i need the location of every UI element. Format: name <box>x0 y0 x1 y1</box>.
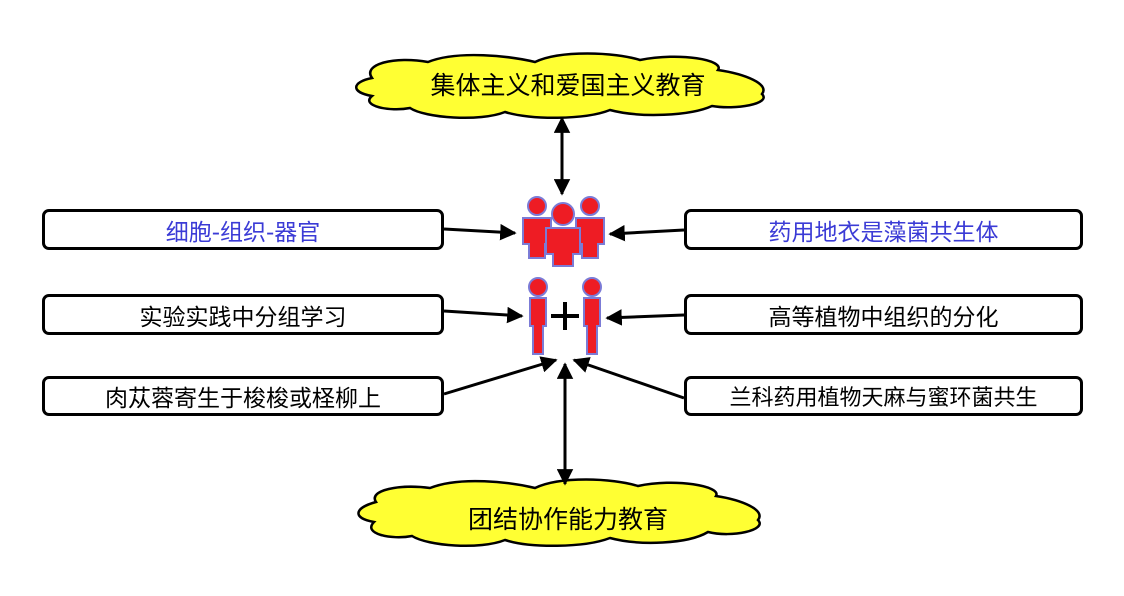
top-cloud-shape <box>355 52 765 120</box>
arrow-right2-pair <box>605 309 685 326</box>
bottom-goal-label: 团结协作能力教育 <box>467 505 668 534</box>
arrow-left1-group <box>443 223 517 241</box>
right-box-2: 高等植物中组织的分化 <box>684 294 1083 335</box>
bottom-cloud-shape <box>357 478 761 548</box>
arrows <box>443 116 685 486</box>
two-people-plus-icon <box>528 277 602 355</box>
left-box-2: 实验实践中分组学习 <box>42 294 444 335</box>
arrow-right1-group <box>608 224 685 242</box>
top-goal-label: 集体主义和爱国主义教育 <box>430 71 706 100</box>
left-box-1: 细胞-组织-器官 <box>42 209 444 250</box>
group-of-people-icon <box>522 196 605 267</box>
arrow-left3-pair <box>443 356 558 396</box>
right-box-1: 药用地衣是藻菌共生体 <box>684 209 1083 250</box>
left-box-3: 肉苁蓉寄生于梭梭或柽柳上 <box>42 376 444 416</box>
arrow-right3-pair <box>572 357 685 400</box>
arrow-left2-pair <box>443 306 524 324</box>
right-box-3: 兰科药用植物天麻与蜜环菌共生 <box>684 376 1083 416</box>
